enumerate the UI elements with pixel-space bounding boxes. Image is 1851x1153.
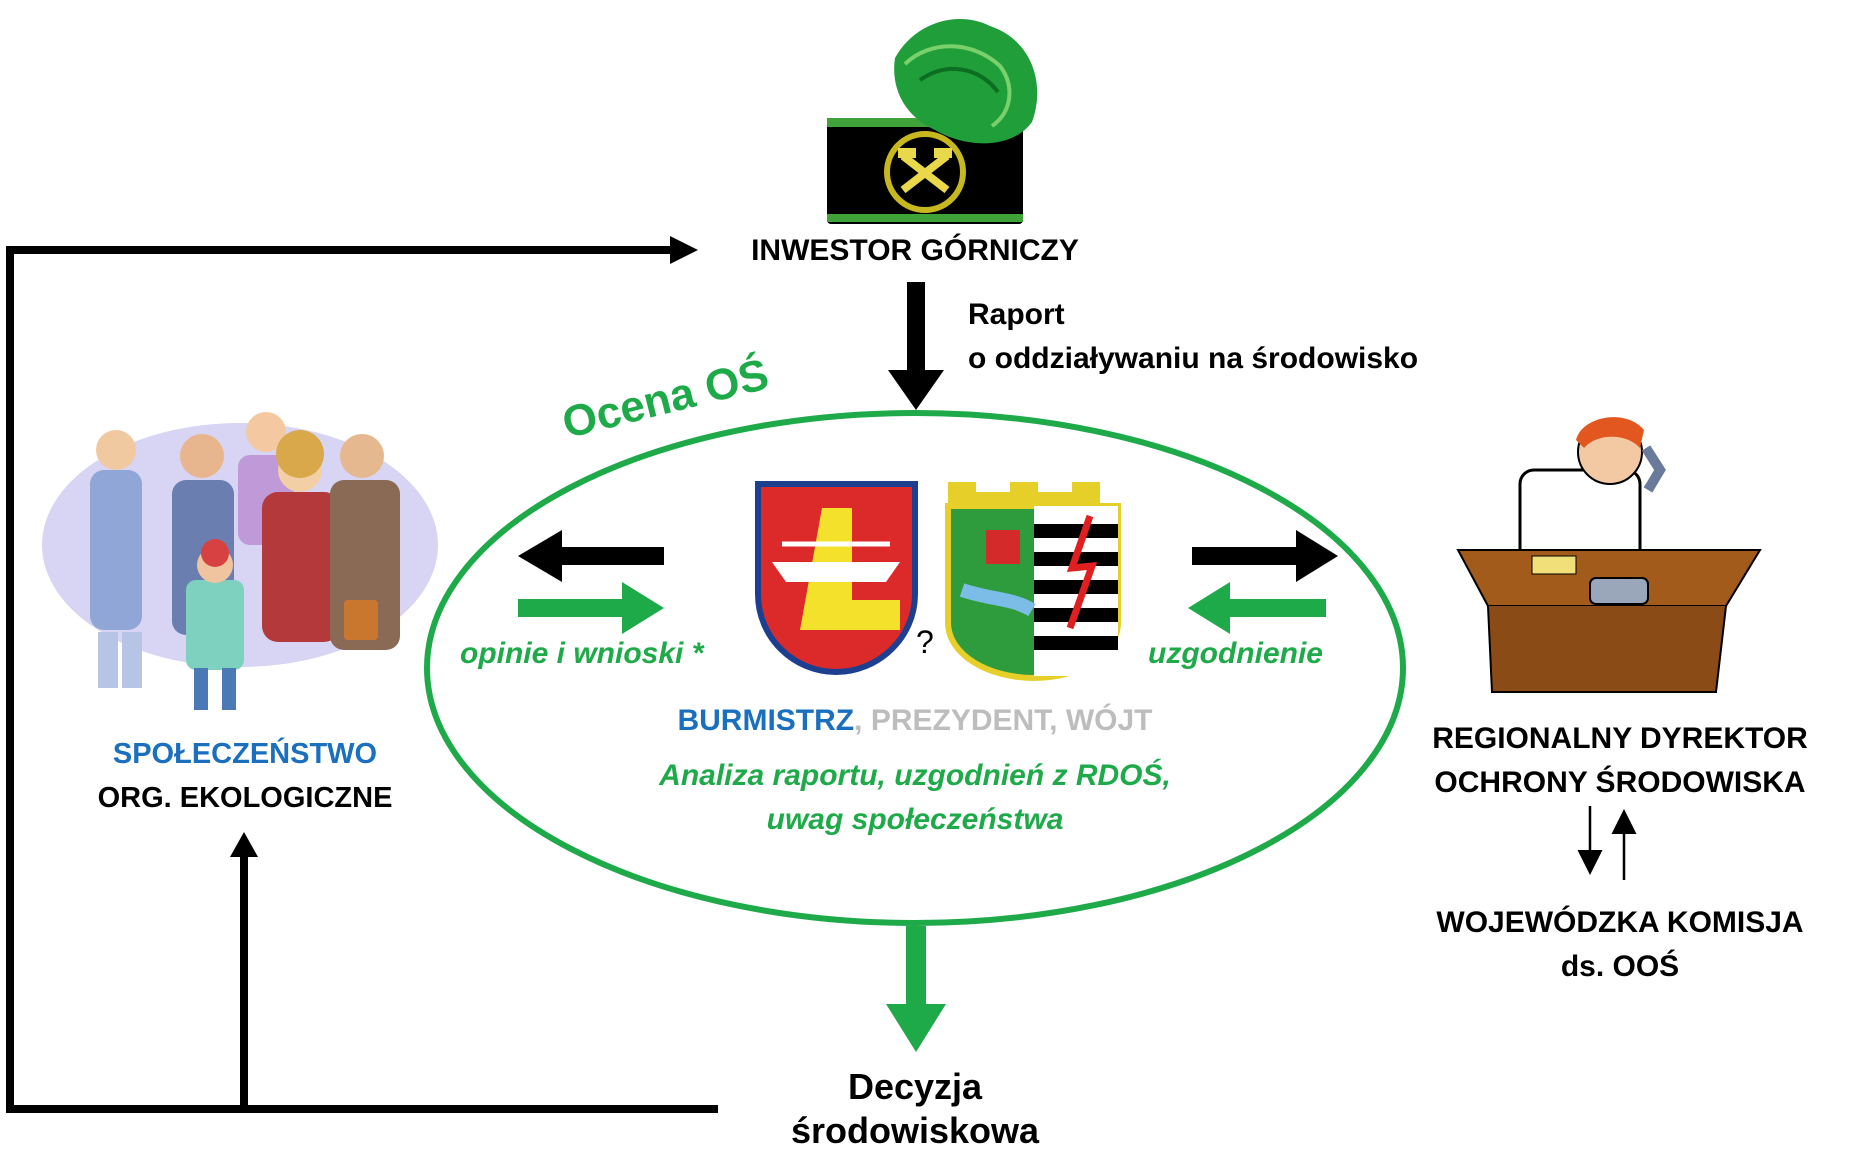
analysis-line2: uwag społeczeństwa [766, 803, 1064, 836]
decision-arrowhead [886, 1004, 946, 1052]
feedback-loop-line [6, 246, 718, 1113]
question-mark: ? [916, 624, 934, 660]
society-label-line2: ORG. EKOLOGICZNE [97, 782, 393, 814]
decision-label-line2: środowiskowa [790, 1110, 1040, 1151]
rdos-label-line1: REGIONALNY DYREKTOR [1432, 722, 1808, 755]
report-arrowhead [888, 370, 944, 410]
authority-rest: PREZYDENT, WÓJT [870, 704, 1153, 737]
report-arrow-shaft [907, 282, 925, 372]
report-label-line2: o oddziaływaniu na środowisko [968, 342, 1419, 375]
report-label-line1: Raport [968, 298, 1065, 331]
right-green-arrowhead [1188, 582, 1230, 634]
left-green-arrowhead [622, 582, 664, 634]
decision-arrow-shaft [906, 926, 926, 1008]
rdos-flow-label: uzgodnienie [1148, 637, 1323, 670]
miner-hat-icon [827, 19, 1038, 224]
authority-comma: , [854, 704, 863, 737]
rdos-label-line2: OCHRONY ŚRODOWISKA [1434, 766, 1806, 799]
decision-label-line1: Decyzja [847, 1066, 983, 1107]
official-on-phone-icon [1456, 417, 1762, 693]
authority-line: BURMISTRZ, PREZYDENT, WÓJT [640, 702, 1190, 740]
commission-label-line1: WOJEWÓDZKA KOMISJA [1436, 906, 1804, 939]
commission-label-line2: ds. OOŚ [1560, 950, 1680, 983]
coat-of-arms-icon [755, 481, 918, 676]
society-feedback-arrowhead [230, 832, 258, 857]
assessment-ellipse [424, 410, 1406, 926]
crowd-icon [42, 412, 438, 710]
left-black-arrow-shaft [558, 547, 664, 565]
society-label-line1: SPOŁECZEŃSTWO [112, 738, 378, 770]
town-coat-of-arms-icon [945, 482, 1121, 682]
left-green-arrow-shaft [518, 599, 626, 617]
right-green-arrow-shaft [1226, 599, 1326, 617]
right-black-arrow-shaft [1192, 547, 1300, 565]
investor-label: INWESTOR GÓRNICZY [751, 234, 1079, 267]
right-black-arrowhead [1296, 530, 1338, 582]
society-flow-label: opinie i wnioski * [460, 637, 704, 670]
authority-burmistrz: BURMISTRZ [677, 704, 855, 737]
left-black-arrowhead [518, 530, 562, 582]
analysis-line1: Analiza raportu, uzgodnień z RDOŚ, [659, 759, 1171, 792]
feedback-arrowhead [670, 236, 698, 264]
